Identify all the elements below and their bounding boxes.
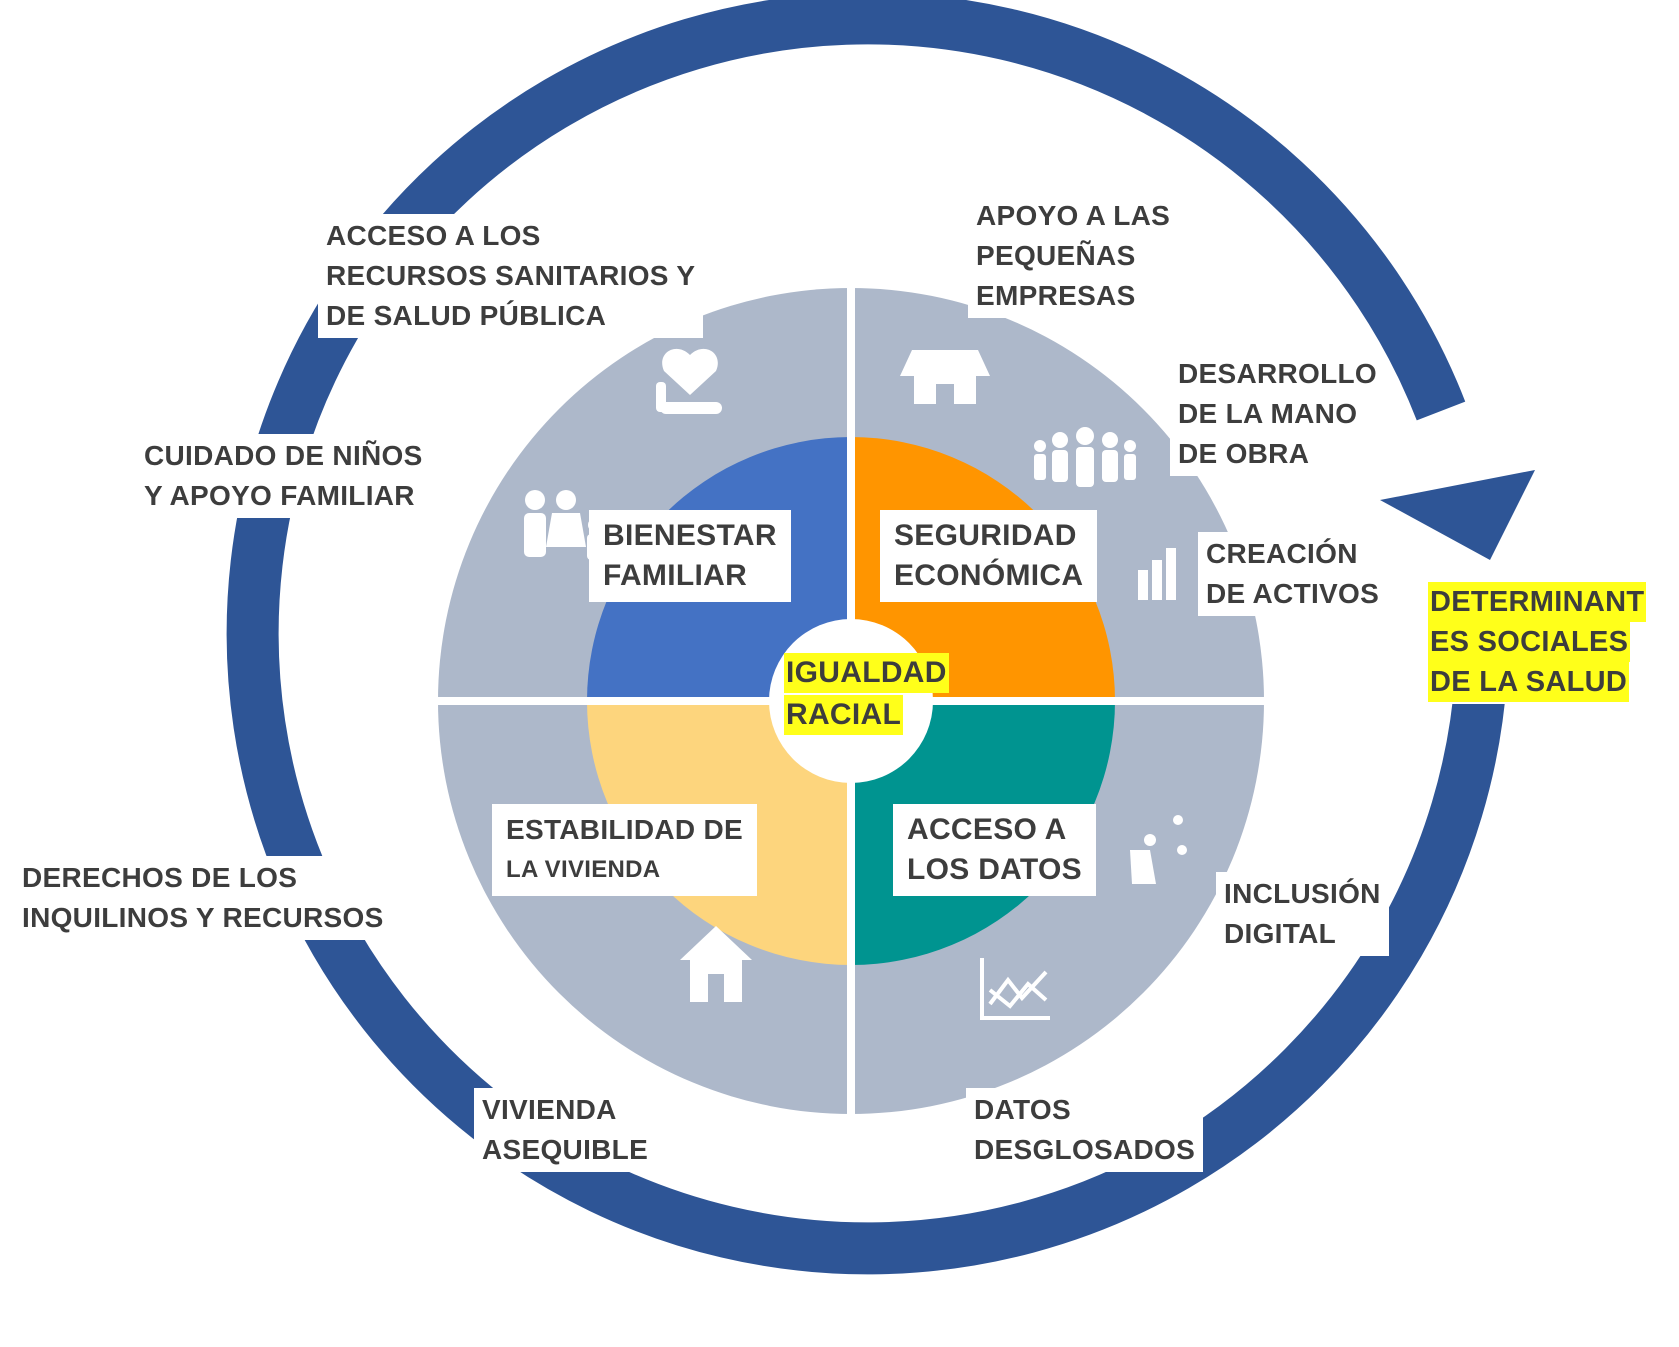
label-affordable-housing-line-1: VIVIENDA (482, 1094, 617, 1125)
quadrant-label-data-line-1: ACCESO A (907, 813, 1067, 846)
label-tenant-rights-line-2: INQUILINOS Y RECURSOS (22, 902, 384, 933)
building-chart-icon (1138, 548, 1176, 600)
heart-hands-icon (656, 348, 722, 414)
quadrant-label-data-line-2: LOS DATOS (907, 853, 1082, 886)
label-small-business-line-1: APOYO A LAS (976, 200, 1171, 231)
label-tenant-rights-line-1: DERECHOS DE LOS (22, 862, 298, 893)
label-asset-creation-line-1: CREACIÓN (1206, 538, 1358, 569)
label-health-resources: ACCESO A LOS RECURSOS SANITARIOS Y DE SA… (318, 214, 704, 338)
label-workforce-line-3: DE OBRA (1178, 438, 1310, 469)
quadrant-label-family: BIENESTAR FAMILIAR (589, 510, 791, 602)
quadrant-label-economic-line-2: ECONÓMICA (894, 559, 1084, 592)
label-asset-creation: CREACIÓN DE ACTIVOS (1198, 532, 1388, 616)
quadrant-label-housing-line-1: ESTABILIDAD DE (506, 814, 744, 845)
label-childcare-line-2: Y APOYO FAMILIAR (144, 480, 415, 511)
quadrant-label-economic-line-1: SEGURIDAD (894, 519, 1077, 552)
quadrant-label-housing: ESTABILIDAD DE LA VIVIENDA (492, 804, 758, 896)
ring-label-line-3: DE LA SALUD (1428, 662, 1630, 702)
label-health-resources-line-1: ACCESO A LOS (326, 220, 541, 251)
ring-arrowhead (1380, 470, 1535, 560)
label-digital-inclusion-line-1: INCLUSIÓN (1224, 878, 1381, 909)
storefront-icon (900, 350, 990, 404)
people-group-icon (1034, 427, 1136, 487)
label-affordable-housing-line-2: ASEQUIBLE (482, 1134, 649, 1165)
center-label: IGUALDAD RACIAL (784, 653, 949, 737)
label-disaggregated-data-line-2: DESGLOSADOS (974, 1134, 1196, 1165)
quadrant-label-family-line-1: BIENESTAR (603, 519, 777, 552)
label-workforce: DESARROLLO DE LA MANO DE OBRA (1170, 352, 1385, 476)
label-workforce-line-2: DE LA MANO (1178, 398, 1358, 429)
house-icon (680, 926, 752, 1002)
quadrant-label-family-line-2: FAMILIAR (603, 559, 748, 592)
ring-label-line-2: ES SOCIALES (1428, 622, 1631, 662)
label-health-resources-line-2: RECURSOS SANITARIOS Y (326, 260, 696, 291)
label-small-business-line-3: EMPRESAS (976, 280, 1136, 311)
ring-label-line-1: DETERMINANT (1428, 582, 1647, 622)
ring-label: DETERMINANT ES SOCIALES DE LA SALUD (1428, 580, 1647, 704)
quadrant-label-housing-line-2: LA VIVIENDA (506, 856, 661, 883)
center-label-line-2: RACIAL (784, 695, 904, 735)
label-small-business: APOYO A LAS PEQUEÑAS EMPRESAS (968, 194, 1179, 318)
line-chart-icon (980, 958, 1050, 1020)
label-childcare: CUIDADO DE NIÑOS Y APOYO FAMILIAR (136, 434, 431, 518)
label-digital-inclusion-line-2: DIGITAL (1224, 918, 1337, 949)
label-workforce-line-1: DESARROLLO (1178, 358, 1377, 389)
label-disaggregated-data-line-1: DATOS (974, 1094, 1071, 1125)
label-affordable-housing: VIVIENDA ASEQUIBLE (474, 1088, 657, 1172)
label-small-business-line-2: PEQUEÑAS (976, 240, 1136, 271)
center-label-line-1: IGUALDAD (784, 653, 949, 693)
label-digital-inclusion: INCLUSIÓN DIGITAL (1216, 872, 1389, 956)
quadrant-label-data: ACCESO A LOS DATOS (893, 804, 1096, 896)
label-asset-creation-line-2: DE ACTIVOS (1206, 578, 1380, 609)
label-disaggregated-data: DATOS DESGLOSADOS (966, 1088, 1204, 1172)
label-health-resources-line-3: DE SALUD PÚBLICA (326, 300, 607, 331)
label-tenant-rights: DERECHOS DE LOS INQUILINOS Y RECURSOS (14, 856, 392, 940)
network-hand-icon (1130, 815, 1187, 884)
label-childcare-line-1: CUIDADO DE NIÑOS (144, 440, 423, 471)
quadrant-label-economic: SEGURIDAD ECONÓMICA (880, 510, 1098, 602)
